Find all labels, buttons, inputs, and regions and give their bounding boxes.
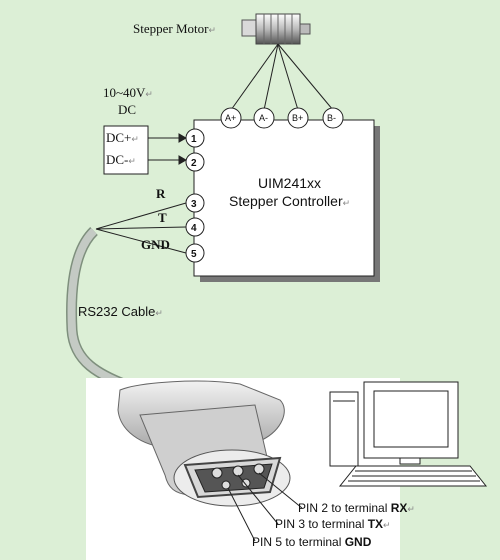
pin3-label: PIN 3 to terminal TX↵ bbox=[275, 517, 391, 531]
pin-5: 5 bbox=[191, 249, 197, 260]
db9-connector bbox=[117, 380, 291, 507]
controller-pins: 1 2 3 4 5 bbox=[185, 128, 205, 263]
controller-type: Stepper Controller↵ bbox=[229, 193, 350, 209]
serial-wires bbox=[95, 202, 187, 254]
power-minus: DC-↵ bbox=[106, 152, 136, 167]
motor-label: Stepper Motor↵ bbox=[133, 21, 216, 36]
controller-model: UIM241xx bbox=[258, 175, 321, 191]
label-t: T bbox=[158, 210, 167, 225]
pin-leader-lines bbox=[227, 472, 303, 542]
power-supply-box bbox=[103, 125, 149, 175]
terminal-b-plus: B+ bbox=[292, 113, 303, 123]
label-gnd: GND bbox=[141, 237, 170, 252]
rs232-cable bbox=[67, 228, 142, 394]
pin2-label: PIN 2 to terminal RX↵ bbox=[298, 501, 415, 515]
terminal-b-minus: B- bbox=[327, 113, 336, 123]
power-arrows bbox=[148, 133, 188, 165]
motor-terminals: A+ A- B+ B- bbox=[220, 107, 344, 129]
computer-icon bbox=[329, 381, 488, 487]
motor-wires bbox=[230, 43, 334, 111]
power-plus: DC+↵ bbox=[106, 130, 139, 145]
pin-1: 1 bbox=[191, 134, 197, 145]
pin-2: 2 bbox=[191, 158, 197, 169]
stepper-motor bbox=[241, 13, 311, 45]
label-r: R bbox=[156, 186, 166, 201]
power-voltage: 10~40V↵ bbox=[103, 85, 153, 100]
power-type: DC bbox=[118, 102, 136, 117]
cable-label: RS232 Cable↵ bbox=[78, 304, 163, 319]
terminal-a-plus: A+ bbox=[225, 113, 236, 123]
pin-4: 4 bbox=[191, 223, 197, 234]
pin5-label: PIN 5 to terminal GND bbox=[252, 535, 372, 549]
controller-box bbox=[193, 119, 375, 277]
pin-3: 3 bbox=[191, 199, 197, 210]
terminal-a-minus: A- bbox=[259, 113, 268, 123]
